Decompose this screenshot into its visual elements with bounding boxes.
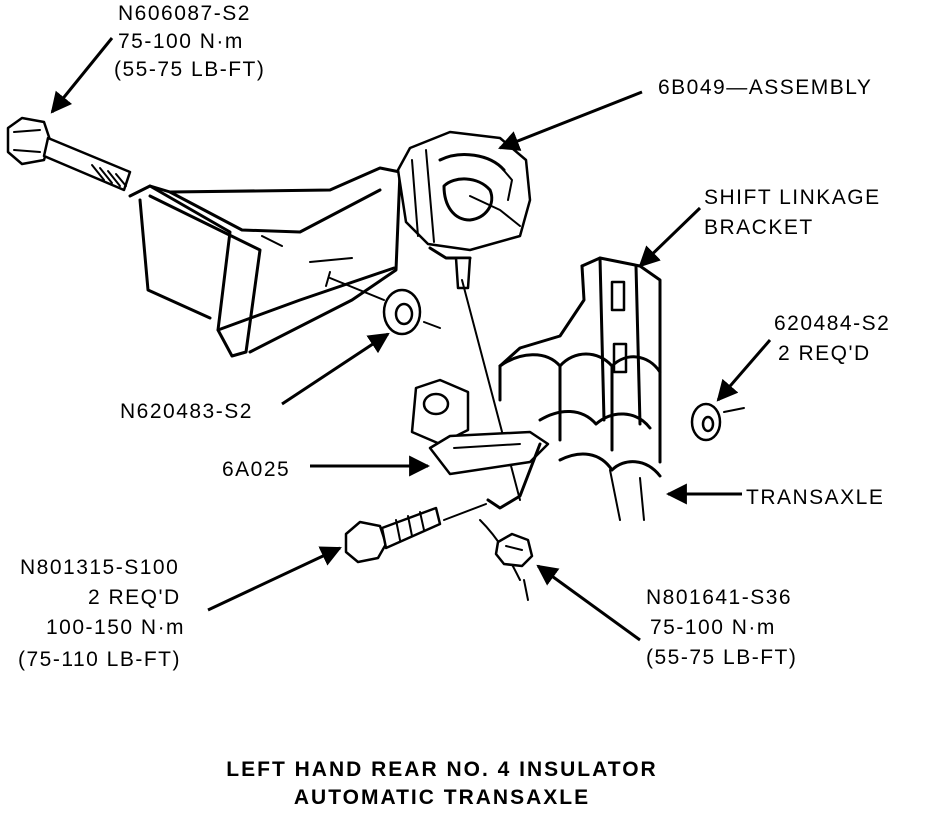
transaxle-housing [479,352,662,581]
leader-arrows [50,37,772,642]
callout-nut-bottom: N801641-S36 75-100 N·m (55-75 LB-FT) [646,586,797,669]
callout-assembly: 6B049—ASSEMBLY [658,76,872,99]
callout-nut-bottom-part: N801641-S36 [646,586,792,609]
bolt-top [6,116,132,192]
callout-bolt-top-part: N606087-S2 [118,2,251,25]
caption: LEFT HAND REAR NO. 4 INSULATOR AUTOMATIC… [226,758,657,809]
callout-support: 6A025 [222,458,290,481]
callout-bolt-top-torque-nm: 75-100 N·m [118,30,244,53]
nut-left [329,277,441,336]
insulator-bracket [128,166,402,358]
callout-bolt-top-torque-lbft: (55-75 LB-FT) [114,58,265,81]
callout-washer-right-qty: 2 REQ'D [778,342,871,365]
caption-line2: AUTOMATIC TRANSAXLE [294,786,590,809]
support-6a025 [410,378,550,510]
bolt-bottom [344,503,487,564]
callout-nut-bottom-torque-nm: 75-100 N·m [650,616,776,639]
insulator-assembly [396,130,532,501]
callout-nut-bottom-torque-lbft: (55-75 LB-FT) [646,646,797,669]
callout-bolt-bottom-torque-lbft: (75-110 LB-FT) [18,648,181,671]
callout-bolt-top: N606087-S2 75-100 N·m (55-75 LB-FT) [114,2,265,81]
callout-washer-right: 620484-S2 2 REQ'D [774,312,890,365]
callout-bracket: SHIFT LINKAGE BRACKET [704,186,881,239]
callout-bracket-line1: SHIFT LINKAGE [704,186,881,209]
callout-bracket-line2: BRACKET [704,216,814,239]
washer-right [690,402,745,442]
callout-bolt-bottom: N801315-S100 2 REQ'D 100-150 N·m (75-110… [18,556,185,671]
callout-bolt-bottom-qty: 2 REQ'D [88,586,181,609]
shift-linkage-bracket [498,256,662,464]
callout-transaxle: TRANSAXLE [746,486,884,509]
caption-line1: LEFT HAND REAR NO. 4 INSULATOR [226,758,657,781]
callout-bolt-bottom-torque-nm: 100-150 N·m [46,616,185,639]
nut-bottom [494,532,534,601]
callout-washer-right-part: 620484-S2 [774,312,890,335]
callout-bolt-bottom-part: N801315-S100 [20,556,179,579]
callout-nut-left: N620483-S2 [120,400,253,423]
